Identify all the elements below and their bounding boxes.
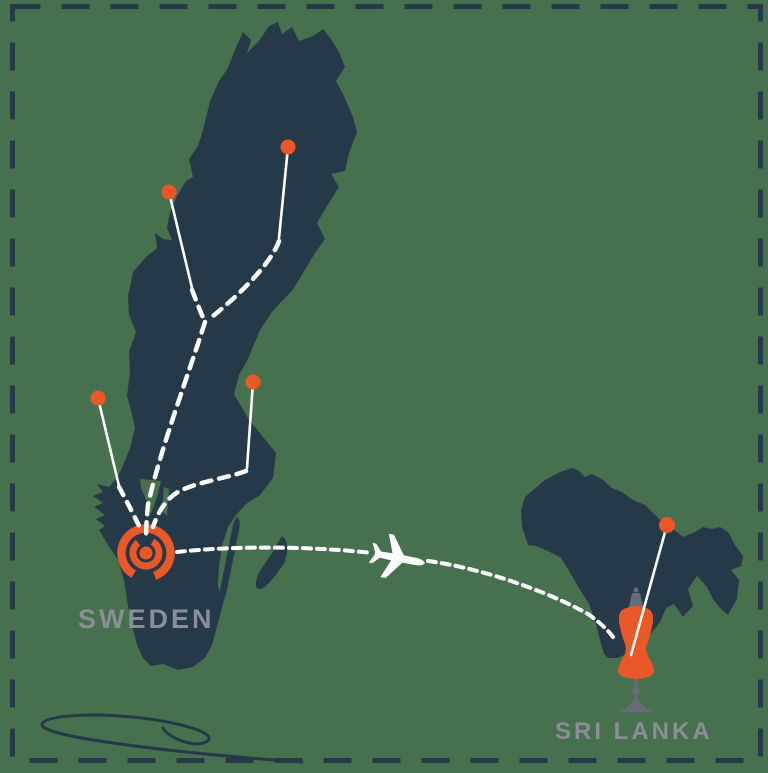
- route-from-pin-northeast: [205, 238, 282, 323]
- pin-needle-northeast: [277, 145, 290, 240]
- swirl-flourish-line: [40, 713, 304, 764]
- pin-needle-srilanka: [629, 523, 669, 657]
- gotland-island-shape: [255, 536, 288, 589]
- map-pin-icon: [659, 517, 675, 533]
- dress-form-pole-knob: [632, 687, 640, 695]
- map-pin-icon: [161, 184, 177, 200]
- sweden-label: SWEDEN: [78, 604, 215, 634]
- dashed-border-frame: [10, 4, 763, 763]
- route-dashed-lines: [116, 238, 615, 639]
- airplane-icon: [368, 533, 425, 579]
- dress-form-torso: [617, 606, 655, 679]
- dress-form-neck: [629, 593, 643, 607]
- route-central-trunk: [143, 319, 208, 543]
- flight-route-east-segment: [426, 559, 615, 639]
- pin-needle-east: [245, 380, 255, 470]
- map-pin-icon: [245, 374, 261, 390]
- sri-lanka-label: SRI LANKA: [555, 718, 713, 745]
- target-outer-ring: [117, 524, 175, 582]
- spiral-target-icon: [117, 524, 175, 582]
- map-pin-icon: [280, 139, 296, 155]
- dress-form-icon: [617, 587, 655, 713]
- dress-form-pole-upper: [634, 679, 638, 693]
- south-asia-map-silhouette: [521, 468, 743, 658]
- pin-needle-northwest: [167, 190, 194, 290]
- oland-island-shape: [218, 517, 240, 608]
- route-from-pin-northwest: [189, 287, 207, 323]
- map-pin-icon: [90, 390, 106, 406]
- route-from-pin-east: [150, 468, 249, 530]
- pin-needles: [96, 145, 290, 488]
- target-center-dot: [139, 546, 153, 560]
- target-middle-ring: [129, 536, 163, 570]
- dress-form-base-bell: [625, 698, 647, 709]
- dress-form-base-bar: [620, 709, 652, 713]
- sweden-map-silhouette: [93, 22, 357, 670]
- map-pin-heads: [90, 139, 296, 406]
- pin-needle-west: [96, 396, 121, 488]
- route-from-pin-west: [116, 484, 144, 533]
- flight-route-west-segment: [175, 545, 374, 555]
- dress-form-neck-knob: [633, 587, 639, 593]
